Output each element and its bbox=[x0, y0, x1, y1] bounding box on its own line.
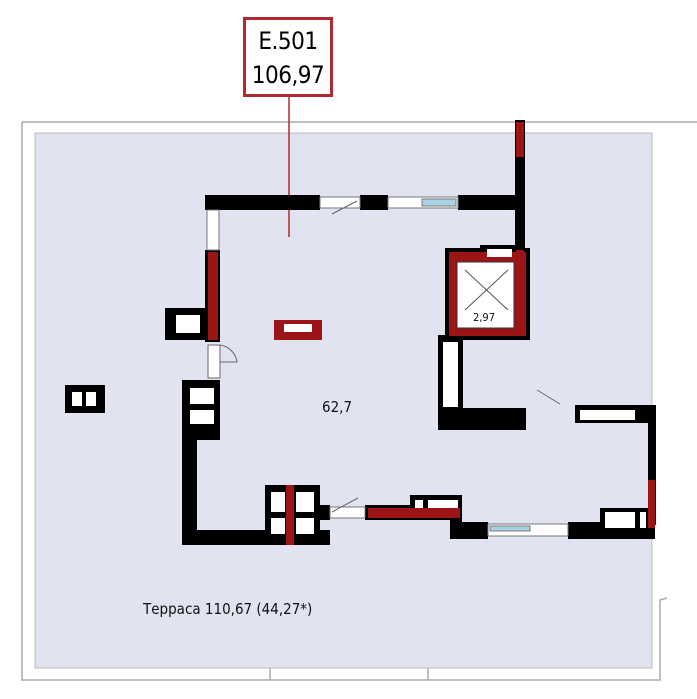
voids bbox=[72, 249, 646, 534]
doors bbox=[207, 200, 561, 513]
elevator-shaft bbox=[456, 261, 515, 329]
unit-total-area: 106,97 bbox=[251, 61, 325, 89]
terrace-label: Терраса 110,67 (44,27*) bbox=[143, 600, 313, 618]
living-room-area: 62,7 bbox=[322, 398, 353, 416]
terrace-outline bbox=[21, 121, 697, 681]
unit-code: E.501 bbox=[258, 27, 318, 55]
terrace-area bbox=[34, 132, 653, 669]
windows bbox=[206, 196, 569, 537]
unit-label-box: E.501 106,97 bbox=[243, 17, 333, 97]
shaft-area: 2,97 bbox=[473, 311, 496, 324]
